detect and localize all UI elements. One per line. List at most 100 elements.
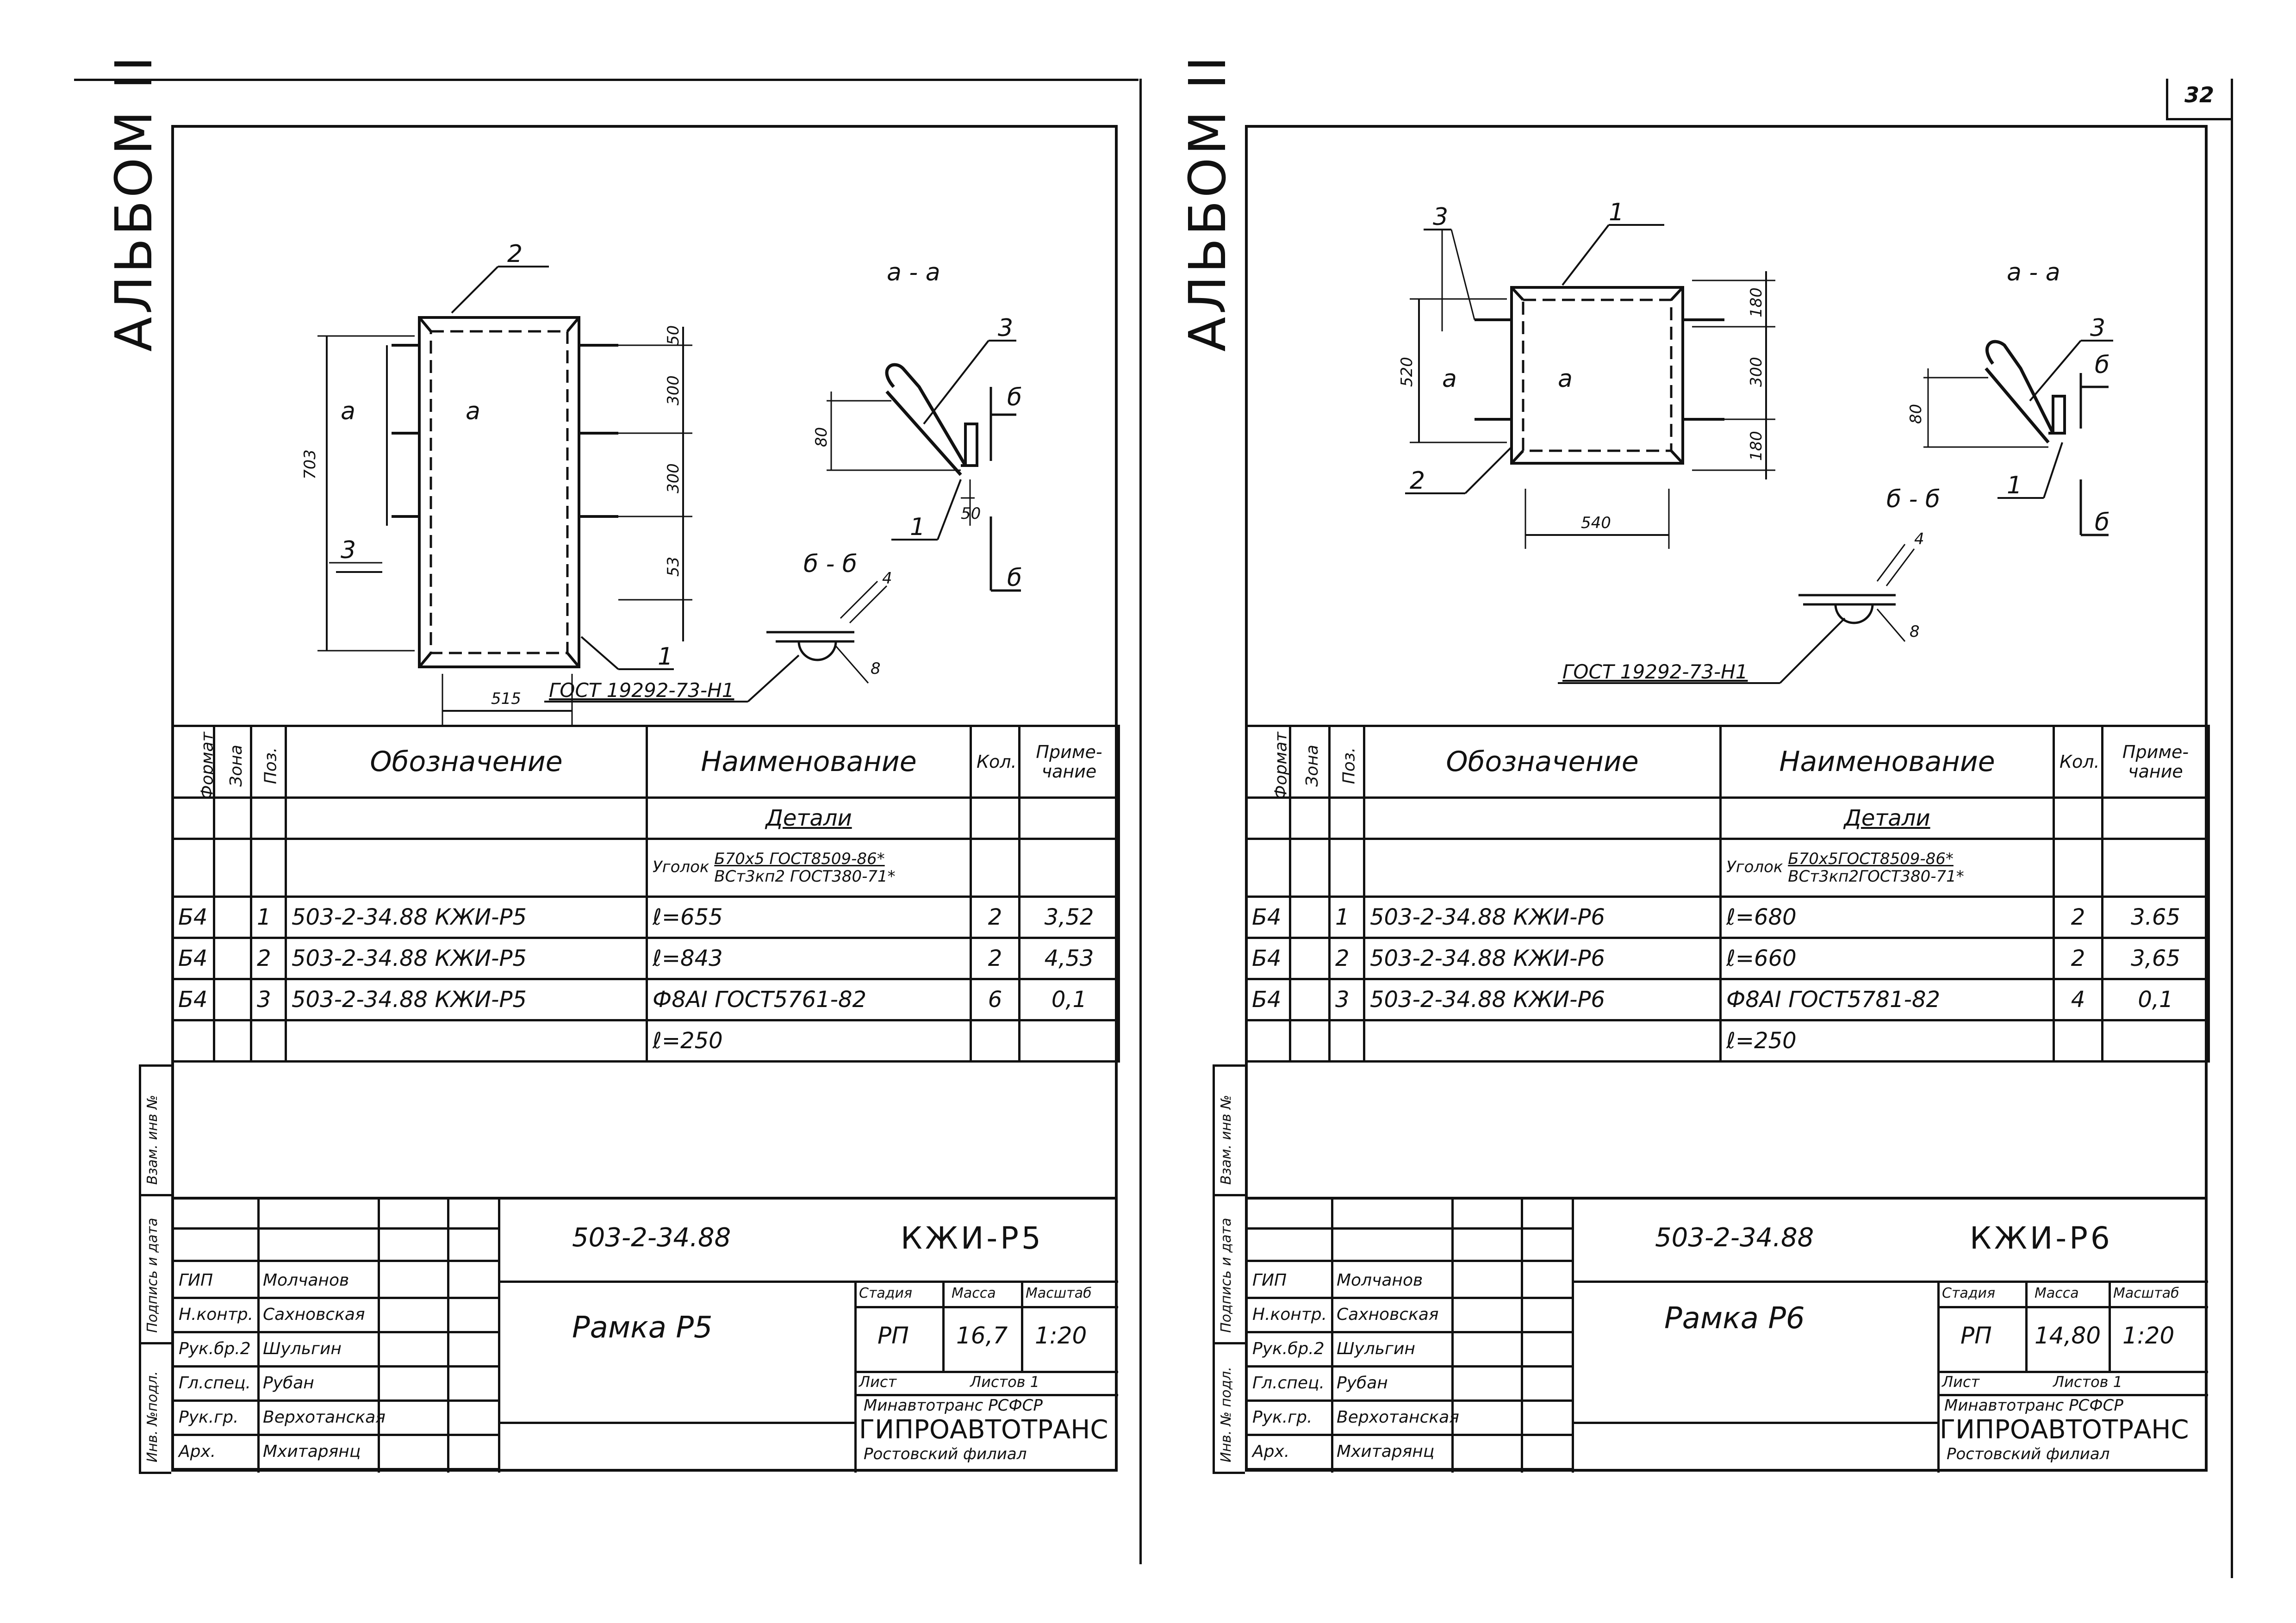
- spec-cell-note: 0,1: [2101, 978, 2210, 1021]
- right-tb-mass-label: Масса: [2035, 1285, 2079, 1301]
- left-dim-80: 80: [812, 427, 831, 447]
- right-hdr-name: Наименование: [1719, 725, 2055, 799]
- spec-cell-qty: 2: [970, 895, 1020, 939]
- spec-cell-designation: 503-2-34.88 КЖИ-Р5: [285, 937, 648, 980]
- staff-role: ГИП: [179, 1271, 213, 1290]
- spec-row: ℓ=250: [1245, 1019, 2210, 1063]
- right-tb-stage: РП: [1960, 1322, 1992, 1349]
- left-dim-4: 4: [882, 569, 892, 588]
- right-spec-table: Формат Зона Поз. Обозначение Наименовани…: [1245, 725, 2210, 1063]
- right-hdr-qty: Кол.: [2053, 725, 2103, 799]
- spec-cell-designation: 503-2-34.88 КЖИ-Р5: [285, 978, 648, 1021]
- right-side-vzam: Взам. инв №: [1218, 1094, 1234, 1185]
- staff-role: Н.контр.: [179, 1305, 254, 1324]
- spec-cell-name: ℓ=680: [1719, 895, 2055, 939]
- spec-cell-note: 3.65: [2101, 895, 2210, 939]
- spec-cell-zone: [1289, 1019, 1331, 1063]
- spec-cell-qty: 4: [2053, 978, 2103, 1021]
- right-pos1: 1: [1609, 199, 1624, 226]
- staff-role: Рук.гр.: [1252, 1408, 1313, 1427]
- left-tb-stage: РП: [877, 1322, 909, 1349]
- left-dim-mid1: 300: [664, 375, 683, 405]
- left-pos3-aa: 3: [998, 314, 1013, 342]
- right-side-inv: Инв. № подл.: [1218, 1367, 1234, 1462]
- right-tb-scale-label: Масштаб: [2113, 1285, 2179, 1301]
- staff-name: Шульгин: [263, 1339, 342, 1358]
- spec-cell-qty: [2053, 1019, 2103, 1063]
- spec-cell-format: Б4: [171, 937, 215, 980]
- spec-cell-qty: 2: [970, 937, 1020, 980]
- right-dim-top: 180: [1747, 287, 1766, 317]
- right-dim-width: 540: [1581, 514, 1611, 532]
- left-tb-sheets-label: Листов 1: [970, 1373, 1040, 1391]
- left-titleblock: 503-2-34.88 КЖИ-Р5 Рамка Р5 Стадия Масса…: [171, 1197, 1118, 1473]
- left-hdr-pos: Поз.: [250, 725, 287, 799]
- right-dim-80: 80: [1907, 404, 1925, 424]
- right-tb-sheets-label: Листов 1: [2053, 1373, 2123, 1391]
- left-side-sign: Подпись и дата: [144, 1218, 161, 1333]
- spec-cell-note: 3,52: [1018, 895, 1120, 939]
- spec-cell-zone: [1289, 978, 1331, 1021]
- right-hdr-pos: Поз.: [1328, 725, 1365, 799]
- right-tb-org2: ГИПРОАВТОТРАНС: [1940, 1415, 2189, 1445]
- right-hdr-designation: Обозначение: [1363, 725, 1722, 799]
- right-weld-standard: ГОСТ 19292-73-Н1: [1562, 660, 1748, 683]
- spec-cell-note: 0,1: [1018, 978, 1120, 1021]
- right-side-sign: Подпись и дата: [1218, 1218, 1234, 1333]
- spec-cell-note: 4,53: [1018, 937, 1120, 980]
- staff-role: Рук.бр.2: [179, 1339, 251, 1358]
- left-tb-mass: 16,7: [956, 1322, 1008, 1349]
- left-hdr-name: Наименование: [646, 725, 972, 799]
- right-ugolok-cell: Уголок Б70х5ГОСТ8509-86*ВСт3кп2ГОСТ380-7…: [1719, 838, 2055, 898]
- spec-cell-zone: [213, 978, 252, 1021]
- staff-role: Рук.гр.: [179, 1408, 239, 1427]
- left-dim-8: 8: [871, 659, 881, 678]
- spec-cell-note: [1018, 1019, 1120, 1063]
- spec-cell-name: ℓ=250: [646, 1019, 972, 1063]
- staff-name: Молчанов: [263, 1271, 349, 1290]
- spec-cell-format: [171, 1019, 215, 1063]
- right-pos2: 2: [1410, 467, 1425, 495]
- spec-cell-designation: 503-2-34.88 КЖИ-Р5: [285, 895, 648, 939]
- staff-name: Рубан: [263, 1374, 314, 1393]
- spec-cell-pos: [1328, 1019, 1365, 1063]
- right-drawing: а - а б - б а а 1 2 3 3 1 б б 520 180 30…: [1398, 199, 2113, 684]
- spec-cell-zone: [1289, 937, 1331, 980]
- spec-cell-format: Б4: [171, 895, 215, 939]
- left-hdr-zone: Зона: [213, 725, 252, 799]
- right-b2: б: [2095, 509, 2109, 536]
- left-ugolok-cell: Уголок Б70х5 ГОСТ8509-86*ВСт3кп2 ГОСТ380…: [646, 838, 972, 898]
- right-b1: б: [2095, 351, 2109, 379]
- left-sheet-album: АЛЬБОМ II: [104, 53, 163, 352]
- right-dim-bot: 180: [1747, 431, 1766, 461]
- right-dim-8: 8: [1910, 622, 1920, 641]
- left-b2: б: [1007, 564, 1022, 592]
- left-weld-standard: ГОСТ 19292-73-Н1: [549, 679, 734, 702]
- spec-cell-name: ℓ=655: [646, 895, 972, 939]
- left-tb-mass-label: Масса: [952, 1285, 996, 1301]
- right-tb-stage-label: Стадия: [1942, 1285, 1996, 1301]
- staff-name: Верхотанская: [1337, 1408, 1459, 1427]
- left-tb-code: 503-2-34.88: [572, 1223, 731, 1253]
- left-drawing: а - а б - б а а 2 1 3 3 1 б б 703 50 300…: [301, 240, 1022, 725]
- left-sheet: а - а б - б а а 2 1 3 3 1 б б 703 50 300…: [171, 125, 1120, 1473]
- left-dim-bot: 53: [664, 557, 683, 577]
- spec-cell-name: ℓ=250: [1719, 1019, 2055, 1063]
- left-tb-mark: КЖИ-Р5: [901, 1220, 1044, 1256]
- page-number: 32: [2184, 82, 2215, 107]
- spec-cell-pos: 3: [250, 978, 287, 1021]
- left-b1: б: [1007, 384, 1022, 411]
- spec-cell-name: ℓ=843: [646, 937, 972, 980]
- right-tb-mass: 14,80: [2035, 1322, 2101, 1349]
- pagenum-box-line: [2166, 118, 2231, 120]
- spec-cell-pos: 1: [250, 895, 287, 939]
- spec-cell-pos: 1: [1328, 895, 1365, 939]
- pagenum-box-side: [2166, 79, 2168, 120]
- right-tb-mark: КЖИ-Р6: [1970, 1220, 2113, 1256]
- left-pos3: 3: [341, 536, 356, 564]
- spec-cell-designation: 503-2-34.88 КЖИ-Р6: [1363, 895, 1722, 939]
- staff-name: Сахновская: [1337, 1305, 1439, 1324]
- right-tb-sheet-label: Лист: [1942, 1373, 1980, 1391]
